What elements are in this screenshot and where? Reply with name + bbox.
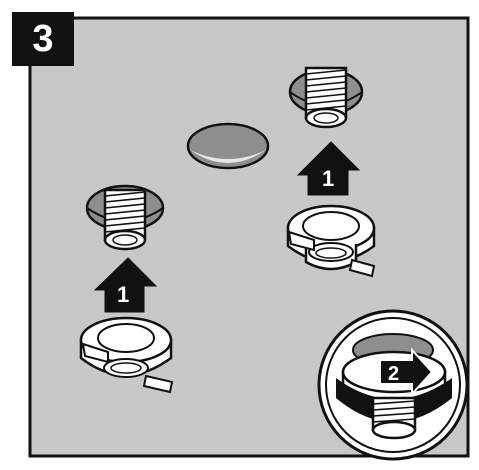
empty-hole [188,124,268,168]
lift-arrow-right-label: 1 [322,166,334,191]
rotate-arrow-label: 2 [388,363,399,385]
lift-arrow-left-label: 1 [117,282,129,307]
step-number-badge: 3 [12,12,74,66]
rotation-detail-callout: 2 [319,311,467,459]
